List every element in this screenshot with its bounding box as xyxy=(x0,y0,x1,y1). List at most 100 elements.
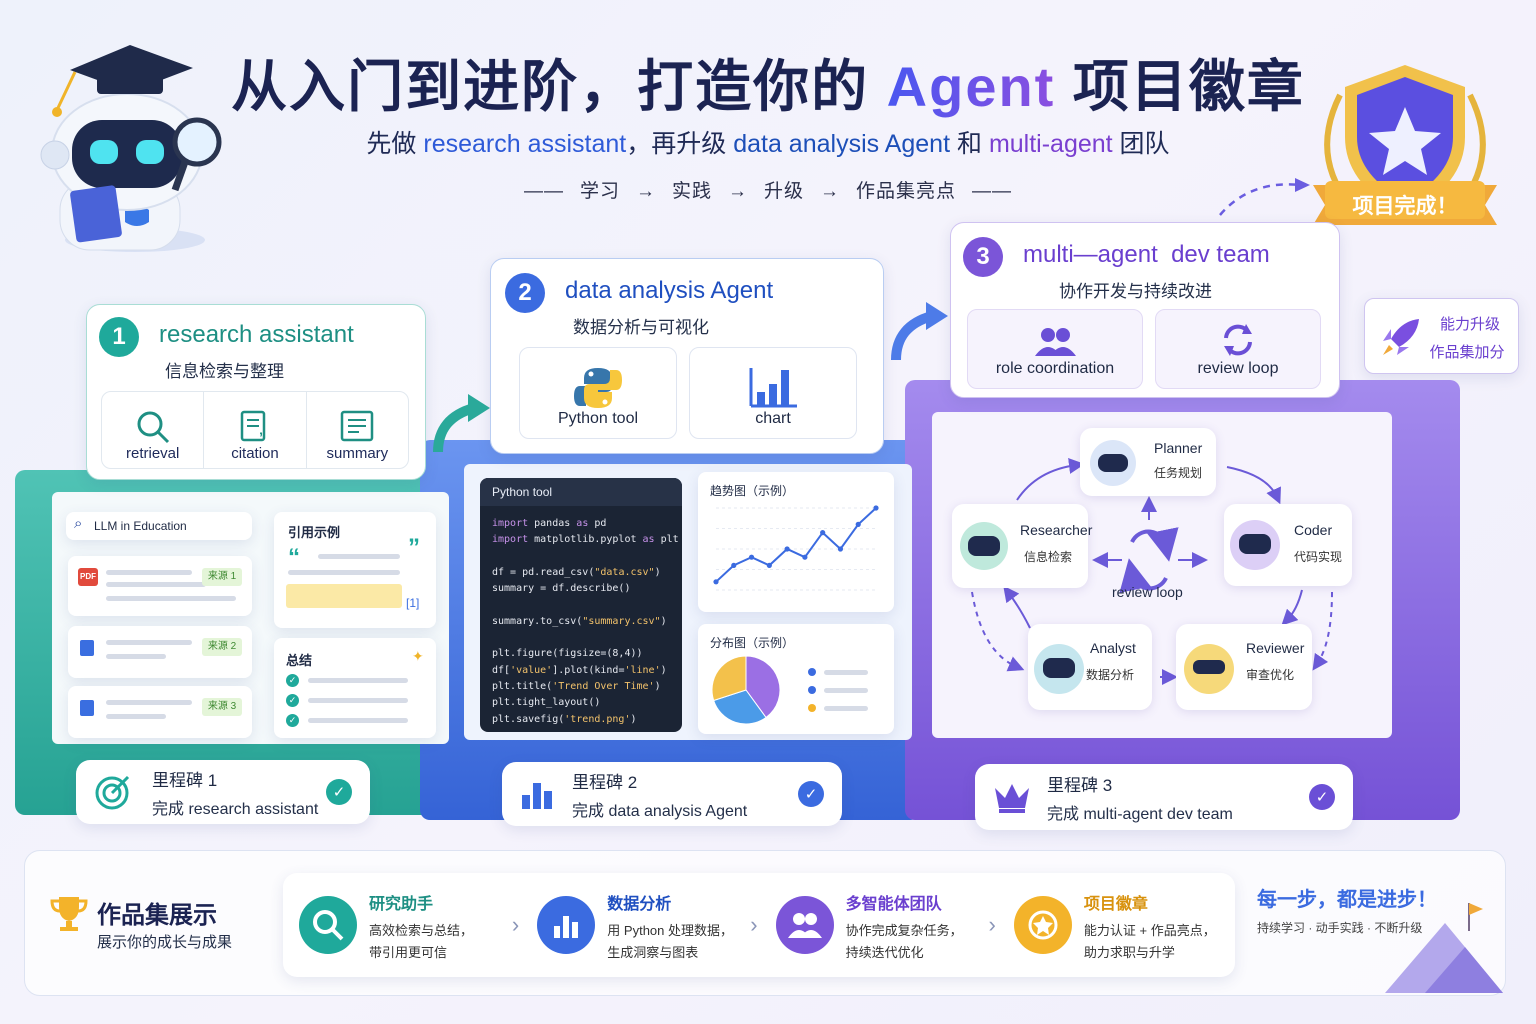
source-badge: 来源 1 xyxy=(202,568,242,586)
coder-robot-icon xyxy=(1230,520,1280,570)
citation-icon: ” xyxy=(240,410,266,445)
trend-point xyxy=(820,530,826,536)
mountain-flag-icon xyxy=(1385,903,1503,993)
source-card-1[interactable]: PDF 来源 1 xyxy=(68,556,252,616)
portfolio-item-team[interactable]: 多智能体团队 协作完成复杂任务， 持续迭代优化 xyxy=(775,890,989,961)
portfolio-title: 作品集展示 xyxy=(97,902,217,929)
stage3-number: 3 xyxy=(963,237,1003,277)
pie-slice xyxy=(713,689,767,725)
progress-steps: ——学习→实践→升级→作品集亮点—— xyxy=(523,181,1013,202)
trend-point xyxy=(837,546,844,552)
stage3-card: 3 multi—agent dev team 协作开发与持续改进 role co… xyxy=(950,222,1340,398)
check-icon: ✓ xyxy=(798,781,824,807)
stage1-panel: ⌕ LLM in Education PDF 来源 1 来源 2 来源 3 引用… xyxy=(52,492,449,744)
tool-python[interactable]: Python tool xyxy=(519,347,677,439)
pie-slice xyxy=(745,655,781,719)
stage1-number: 1 xyxy=(99,317,139,357)
portfolio-item-research[interactable]: 研究助手 高效检索与总结， 带引用更可信 xyxy=(299,890,512,961)
quote-open-icon: “ xyxy=(288,544,300,571)
code-window: Python tool import pandas as pd import m… xyxy=(480,478,682,732)
analyst-robot-icon xyxy=(1034,644,1084,694)
pdf-icon: PDF xyxy=(78,568,98,586)
stage1-title: research assistant xyxy=(159,321,354,348)
check-icon: ✓ xyxy=(1309,784,1335,810)
side-tag: 能力升级 作品集加分 xyxy=(1364,298,1519,374)
trend-point xyxy=(748,554,755,560)
crown-icon xyxy=(995,784,1029,813)
search-icon xyxy=(299,896,357,954)
stage3-title: multi—agent dev team xyxy=(1023,241,1270,268)
stage2-panel: Python tool import pandas as pd import m… xyxy=(464,464,912,740)
source-badge: 来源 3 xyxy=(202,698,242,716)
trend-point xyxy=(855,521,861,527)
agent-reviewer[interactable]: Reviewer 审查优化 xyxy=(1176,624,1312,710)
agent-analyst[interactable]: Analyst 数据分析 xyxy=(1028,624,1152,710)
stage2-subtitle: 数据分析与可视化 xyxy=(573,318,709,337)
summary-card: 总结 ✦ ✓ ✓ ✓ xyxy=(274,638,436,738)
search-icon xyxy=(137,411,169,444)
side-tag-line1: 能力升级 xyxy=(1439,316,1500,333)
portfolio-subtitle: 展示你的成长与成果 xyxy=(97,934,233,951)
agent-researcher[interactable]: Researcher 信息检索 xyxy=(952,504,1092,588)
source-card-3[interactable]: 来源 3 xyxy=(68,686,252,738)
agent-planner[interactable]: Planner 任务规划 xyxy=(1080,428,1216,496)
stage2-card: 2 data analysis Agent 数据分析与可视化 Python to… xyxy=(490,258,884,454)
document-icon xyxy=(341,410,374,442)
source-badge: 来源 2 xyxy=(202,638,242,656)
trend-point xyxy=(802,554,808,560)
search-input[interactable]: ⌕ LLM in Education xyxy=(66,512,252,540)
trend-chart-card: 趋势图（示例） xyxy=(698,472,894,612)
tool-summary[interactable]: summary xyxy=(305,392,408,468)
source-card-2[interactable]: 来源 2 xyxy=(68,626,252,678)
stage1-tools: retrieval ” citation summary xyxy=(101,391,409,469)
dashed-arrow-icon xyxy=(1219,178,1310,216)
tool-review-loop[interactable]: review loop xyxy=(1155,309,1321,389)
medal-icon xyxy=(1013,896,1072,954)
check-icon: ✓ xyxy=(286,714,299,727)
arrow-up-icon xyxy=(433,394,490,453)
trend-point xyxy=(873,505,879,511)
portfolio-item-badge[interactable]: 项目徽章 能力认证 + 作品亮点， 助力求职与升学 xyxy=(1013,890,1219,961)
refresh-icon xyxy=(1224,324,1252,356)
tool-retrieval[interactable]: retrieval xyxy=(102,392,203,468)
shield-star-badge xyxy=(1313,65,1497,225)
review-loop-label: review loop xyxy=(1112,584,1183,600)
page-title: 从入门到进阶，打造你的 Agent 项目徽章 xyxy=(231,55,1305,118)
portfolio-section: 作品集展示 展示你的成长与成果 研究助手 高效检索与总结， 带引用更可信 › 数… xyxy=(24,850,1506,996)
pie-chart xyxy=(711,655,781,725)
badge-label: 项目完成！ xyxy=(1352,195,1458,218)
svg-text:”: ” xyxy=(259,429,266,445)
motto: 每一步，都是进步！ xyxy=(1257,889,1437,911)
team-icon xyxy=(775,896,834,954)
planner-robot-icon xyxy=(1090,440,1136,486)
page-subtitle: 先做 research assistant，再升级 data analysis … xyxy=(366,130,1170,158)
milestone-3: 里程碑 3 完成 multi-agent dev team ✓ xyxy=(975,764,1353,830)
stage3-subtitle: 协作开发与持续改进 xyxy=(1059,282,1212,301)
tool-role-coordination[interactable]: role coordination xyxy=(967,309,1143,389)
code-block: import pandas as pd import matplotlib.py… xyxy=(492,518,679,725)
document-icon xyxy=(80,640,94,656)
tool-citation[interactable]: ” citation xyxy=(203,392,305,468)
portfolio-item-analysis[interactable]: 数据分析 用 Python 处理数据， 生成洞察与图表 xyxy=(537,890,750,961)
arrow-up-icon xyxy=(891,302,948,361)
chevron-right-icon: › xyxy=(750,912,758,937)
motto-subtitle: 持续学习 · 动手实践 · 不断升级 xyxy=(1257,921,1423,935)
stage1-card: 1 research assistant 信息检索与整理 retrieval ”… xyxy=(86,304,426,480)
agent-coder[interactable]: Coder 代码实现 xyxy=(1224,504,1352,586)
trend-point xyxy=(713,579,719,585)
rocket-icon xyxy=(1383,319,1419,355)
bar-chart-icon xyxy=(537,896,596,954)
bar-chart-icon xyxy=(522,783,552,809)
code-window-title: Python tool xyxy=(492,485,553,499)
trophy-icon xyxy=(50,897,88,931)
stage2-title: data analysis Agent xyxy=(565,277,774,304)
tool-chart[interactable]: chart xyxy=(689,347,857,439)
side-tag-line2: 作品集加分 xyxy=(1429,344,1505,361)
trend-chart-title: 趋势图（示例） xyxy=(710,484,795,498)
document-icon xyxy=(80,700,94,716)
check-icon: ✓ xyxy=(286,674,299,687)
pie-slice xyxy=(711,655,747,702)
trend-point xyxy=(784,546,790,552)
portfolio-items: 研究助手 高效检索与总结， 带引用更可信 › 数据分析 用 Python 处理数… xyxy=(283,873,1235,977)
researcher-robot-icon xyxy=(960,522,1008,570)
